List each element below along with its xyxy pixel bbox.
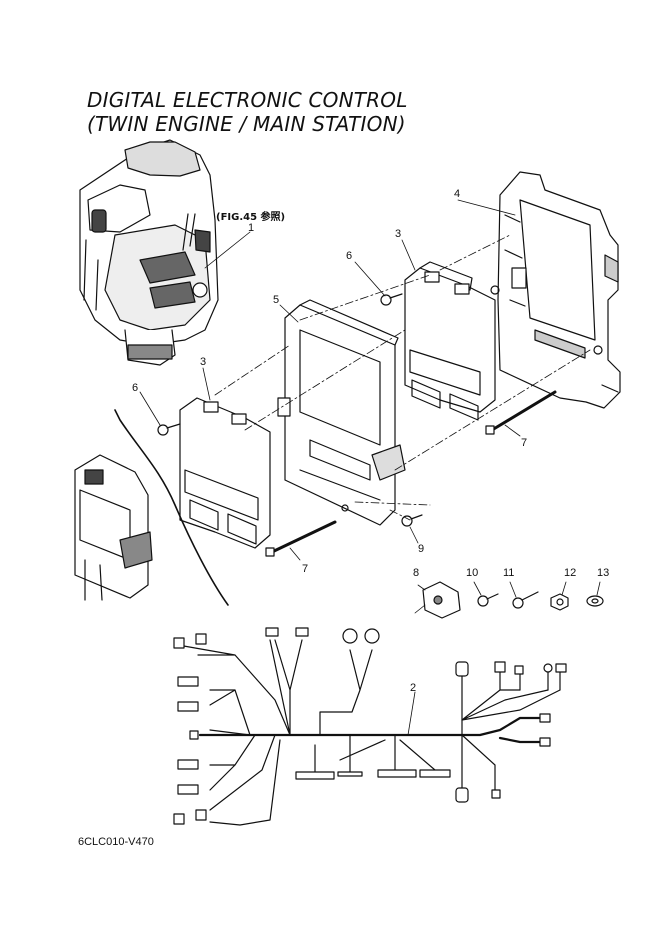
callout-11: 11 [503, 567, 515, 579]
callout-6-upper: 6 [346, 250, 353, 262]
alignment-lines [214, 234, 591, 521]
callout-7-right: 7 [521, 437, 528, 449]
screw-11 [512, 591, 539, 609]
screw-9 [401, 514, 423, 527]
bracket-part [490, 171, 621, 409]
callout-2: 2 [410, 682, 417, 694]
callout-1: 1 [248, 222, 255, 234]
cable-band-7-right [485, 390, 557, 435]
callout-13: 13 [597, 567, 610, 579]
control-lever-part [79, 139, 219, 366]
harness-connectors [173, 627, 567, 825]
screw-10 [477, 593, 499, 607]
callout-5: 5 [273, 294, 280, 306]
callout-9: 9 [418, 543, 425, 555]
callout-8: 8 [413, 567, 420, 579]
ecu-lower-part [179, 397, 271, 549]
callout-10: 10 [466, 567, 479, 579]
diagram-title-line2: (TWIN ENGINE / MAIN STATION) [87, 112, 406, 136]
figure-reference-note: (FIG.45 参照) [216, 212, 286, 223]
wire-harness-part [177, 639, 561, 826]
callout-4: 4 [454, 188, 461, 200]
screw-6-upper [380, 293, 403, 306]
cable-band-7-lower [265, 520, 337, 557]
leader-lines [139, 199, 601, 736]
ecu-case-part [277, 299, 406, 526]
callout-3-upper: 3 [395, 228, 402, 240]
ecu-upper-part [404, 261, 496, 421]
callout-6-lower: 6 [132, 382, 139, 394]
nut-12 [550, 593, 569, 611]
connector-8 [422, 581, 461, 619]
diagram-title-line1: DIGITAL ELECTRONIC CONTROL [87, 88, 408, 112]
callout-12: 12 [564, 567, 577, 579]
washer-13 [586, 595, 604, 607]
screw-6-lower [157, 423, 181, 436]
callout-3-lower: 3 [200, 356, 207, 368]
callout-7-lower: 7 [302, 563, 309, 575]
diagram-code: 6CLC010-V470 [78, 836, 154, 848]
assembled-unit-inset [74, 409, 229, 606]
